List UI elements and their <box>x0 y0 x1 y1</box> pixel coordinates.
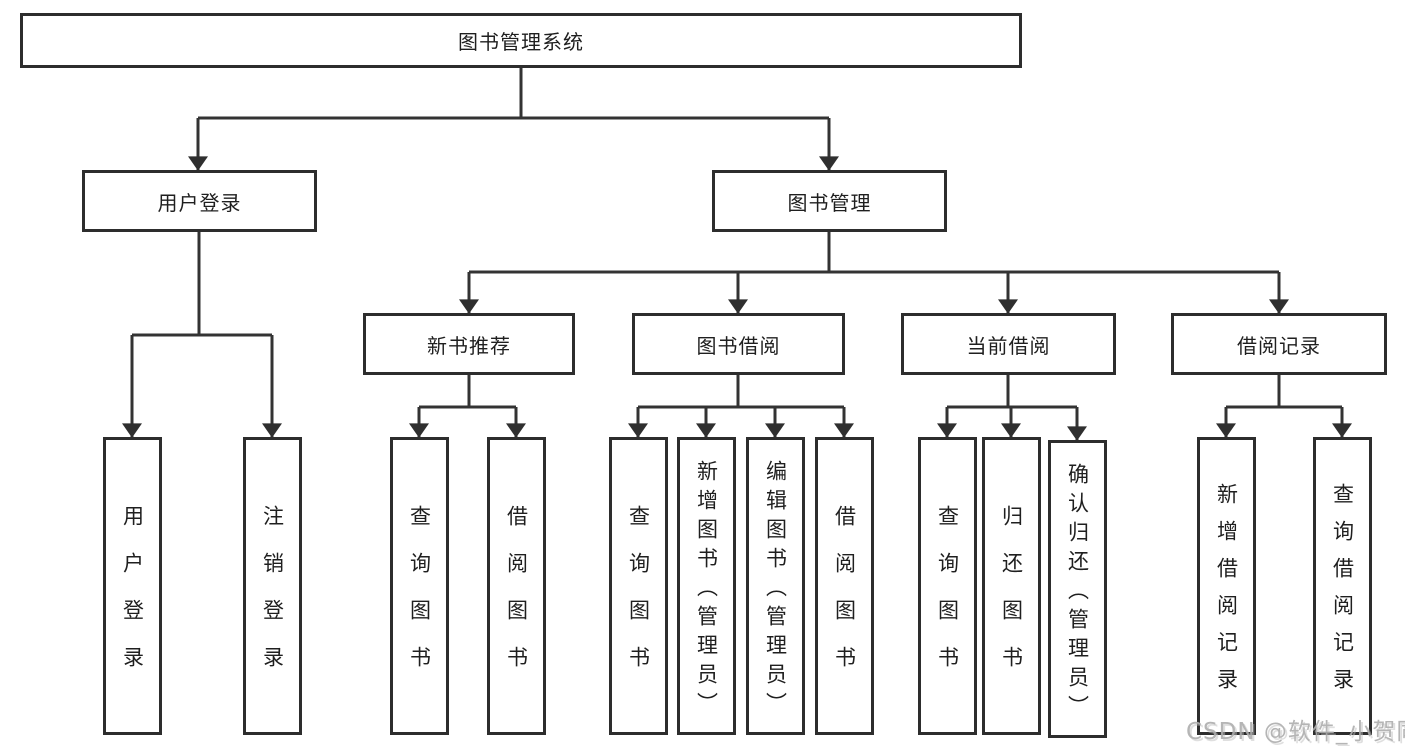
leaf-current-query-books: 查询图书 <box>918 437 977 735</box>
leaf-add-borrow-record-label: 新增借阅记录 <box>1214 483 1239 705</box>
node-current-borrow: 当前借阅 <box>901 313 1116 375</box>
node-current-borrow-label: 当前借阅 <box>966 333 1051 358</box>
leaf-edit-books-admin-label: 编辑图书（管理员） <box>763 459 788 721</box>
leaf-recommend-borrow-books: 借阅图书 <box>487 437 546 735</box>
leaf-return-books-label: 归还图书 <box>999 505 1024 693</box>
leaf-confirm-return-admin: 确认归还（管理员） <box>1048 440 1107 738</box>
leaf-current-query-books-label: 查询图书 <box>935 505 960 693</box>
leaf-borrow-books-label: 借阅图书 <box>832 505 857 693</box>
leaf-borrow-query-books: 查询图书 <box>609 437 668 735</box>
node-user-login: 用户登录 <box>82 170 317 232</box>
node-book-management: 图书管理 <box>712 170 947 232</box>
node-borrow-records-label: 借阅记录 <box>1237 333 1321 358</box>
node-book-borrow-label: 图书借阅 <box>696 333 781 358</box>
leaf-user-login-label: 用户登录 <box>120 505 145 693</box>
node-user-login-label: 用户登录 <box>157 190 242 215</box>
leaf-recommend-borrow-books-label: 借阅图书 <box>504 505 529 693</box>
leaf-edit-books-admin: 编辑图书（管理员） <box>746 437 805 735</box>
connector-arrow-drops <box>122 118 1352 441</box>
leaf-return-books: 归还图书 <box>982 437 1041 735</box>
node-root-label: 图书管理系统 <box>458 30 584 54</box>
connector-trunks <box>132 68 1342 409</box>
leaf-add-borrow-record: 新增借阅记录 <box>1197 437 1256 735</box>
node-new-book-recommend-label: 新书推荐 <box>427 333 511 358</box>
csdn-watermark: CSDN @软件_小贺同学 <box>1186 719 1405 745</box>
node-book-borrow: 图书借阅 <box>632 313 845 375</box>
leaf-logout-label: 注销登录 <box>260 505 285 693</box>
leaf-query-borrow-record: 查询借阅记录 <box>1313 437 1372 735</box>
leaf-logout: 注销登录 <box>243 437 302 735</box>
leaf-confirm-return-admin-label: 确认归还（管理员） <box>1065 462 1090 724</box>
node-borrow-records: 借阅记录 <box>1171 313 1387 375</box>
leaf-query-borrow-record-label: 查询借阅记录 <box>1330 483 1355 705</box>
node-book-management-label: 图书管理 <box>787 190 872 215</box>
leaf-borrow-query-books-label: 查询图书 <box>626 505 651 693</box>
leaf-user-login: 用户登录 <box>103 437 162 735</box>
node-new-book-recommend: 新书推荐 <box>363 313 575 375</box>
leaf-recommend-query-books: 查询图书 <box>390 437 449 735</box>
node-root-system: 图书管理系统 <box>20 13 1022 68</box>
leaf-add-books-admin-label: 新增图书（管理员） <box>694 459 719 721</box>
leaf-add-books-admin: 新增图书（管理员） <box>677 437 736 735</box>
leaf-recommend-query-books-label: 查询图书 <box>407 505 432 693</box>
leaf-borrow-books: 借阅图书 <box>815 437 874 735</box>
